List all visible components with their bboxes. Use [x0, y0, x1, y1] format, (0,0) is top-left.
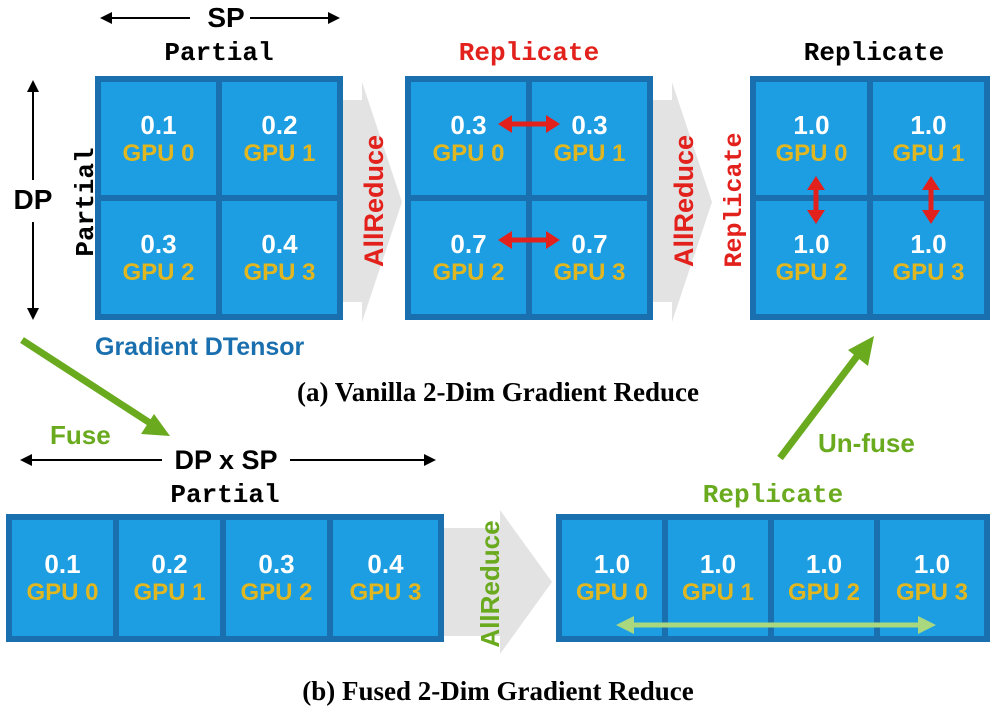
row2-cell-gpu3: 1.0 GPU 3	[880, 520, 984, 636]
grid1-cell-gpu1: 0.2 GPU 1	[222, 82, 337, 195]
sp-label: SP	[207, 2, 245, 33]
grid1-cell-gpu0: 0.1 GPU 0	[101, 82, 216, 195]
cell-value: 1.0	[699, 549, 737, 579]
cell-value: 1.0	[913, 549, 951, 579]
fuse-arrowhead	[141, 414, 170, 436]
dpsp-arrowhead-right	[424, 454, 436, 466]
unfuse-arrow	[777, 352, 861, 461]
cell-gpu: GPU 3	[553, 258, 626, 286]
grid2-cell-gpu1: 0.3 GPU 1	[532, 82, 647, 195]
cell-gpu: GPU 1	[892, 139, 965, 167]
grid2-cell-gpu0: 0.3 GPU 0	[411, 82, 526, 195]
cell-value: 1.0	[910, 109, 947, 140]
cell-value: 0.3	[258, 549, 295, 579]
cell-gpu: GPU 0	[775, 139, 848, 167]
dp-arrowhead-top	[27, 80, 39, 92]
cell-value: 0.1	[44, 549, 81, 579]
grid3-cell-gpu1: 1.0 GPU 1	[873, 82, 984, 195]
sp-arrowhead-right	[328, 12, 340, 24]
allreduce-arrow-2	[652, 82, 712, 322]
cell-value: 0.7	[571, 228, 608, 259]
cell-gpu: GPU 2	[122, 258, 195, 286]
cell-value: 0.1	[140, 109, 177, 140]
cell-value: 0.4	[367, 549, 404, 579]
cell-gpu: GPU 1	[243, 139, 316, 167]
grid1-cell-gpu3: 0.4 GPU 3	[222, 201, 337, 314]
grid3-cell-gpu0: 1.0 GPU 0	[756, 82, 867, 195]
cell-gpu: GPU 1	[553, 139, 626, 167]
row2-cell-gpu0: 1.0 GPU 0	[562, 520, 662, 636]
fuse-label: Fuse	[50, 420, 111, 450]
cell-gpu: GPU 2	[787, 579, 861, 606]
unfuse-arrowhead	[848, 336, 874, 366]
grid1-cell-gpu2: 0.3 GPU 2	[101, 201, 216, 314]
cell-value: 1.0	[793, 228, 830, 259]
grid3-replicated: 1.0 GPU 0 1.0 GPU 1 1.0 GPU 2 1.0 GPU 3	[750, 76, 990, 320]
cell-gpu: GPU 0	[575, 579, 649, 606]
cell-gpu: GPU 2	[240, 579, 313, 606]
grid3-header: Replicate	[803, 38, 945, 68]
allreduce-arrow-3	[444, 510, 552, 654]
cell-gpu: GPU 3	[892, 258, 965, 286]
gradient-dtensor-caption: Gradient DTensor	[95, 333, 305, 361]
cell-value: 0.3	[140, 228, 177, 259]
row1-cell-gpu1: 0.2 GPU 1	[119, 520, 220, 636]
allreduce-arrow-1	[342, 82, 402, 322]
dp-label: DP	[8, 184, 58, 216]
fused-exchange-head-right	[918, 616, 936, 634]
cell-value: 1.0	[910, 228, 947, 259]
cell-gpu: GPU 3	[349, 579, 422, 606]
dpsp-label: DP x SP	[174, 445, 278, 475]
row1-fused-partial: 0.1 GPU 0 0.2 GPU 1 0.3 GPU 2 0.4 GPU 3	[6, 514, 444, 642]
cell-value: 0.4	[261, 228, 298, 259]
cell-gpu: GPU 0	[26, 579, 99, 606]
row1-header: Partial	[170, 480, 280, 510]
row1-cell-gpu2: 0.3 GPU 2	[226, 520, 327, 636]
cell-gpu: GPU 0	[122, 139, 195, 167]
fuse-arrow	[20, 337, 152, 426]
cell-value: 1.0	[805, 549, 843, 579]
grid2-cell-gpu3: 0.7 GPU 3	[532, 201, 647, 314]
cell-gpu: GPU 3	[243, 258, 316, 286]
cell-value: 1.0	[593, 549, 631, 579]
sp-arrowhead-left	[100, 12, 112, 24]
grid3-cell-gpu2: 1.0 GPU 2	[756, 201, 867, 314]
unfuse-label: Un-fuse	[818, 428, 915, 458]
cell-gpu: GPU 0	[432, 139, 505, 167]
row2-header: Replicate	[702, 480, 844, 510]
grid1-header: Partial	[164, 38, 274, 68]
grid2-partial-reduce: 0.3 GPU 0 0.3 GPU 1 0.7 GPU 2 0.7 GPU 3	[405, 76, 653, 320]
cell-value: 1.0	[793, 109, 830, 140]
cell-value: 0.3	[450, 109, 487, 140]
dpsp-arrowhead-left	[20, 454, 32, 466]
grid1-gradient-dtensor: 0.1 GPU 0 0.2 GPU 1 0.3 GPU 2 0.4 GPU 3	[95, 76, 343, 320]
row2-fused-replicated: 1.0 GPU 0 1.0 GPU 1 1.0 GPU 2 1.0 GPU 3	[556, 514, 990, 642]
fused-exchange-head-left	[616, 616, 634, 634]
subtitle-a: (a) Vanilla 2-Dim Gradient Reduce	[297, 377, 699, 407]
cell-gpu: GPU 2	[432, 258, 505, 286]
cell-value: 0.3	[571, 109, 608, 140]
row1-cell-gpu0: 0.1 GPU 0	[12, 520, 113, 636]
row1-cell-gpu3: 0.4 GPU 3	[333, 520, 438, 636]
subtitle-b: (b) Fused 2-Dim Gradient Reduce	[302, 676, 694, 706]
dp-arrowhead-bottom	[27, 308, 39, 320]
cell-gpu: GPU 3	[895, 579, 969, 606]
grid2-cell-gpu2: 0.7 GPU 2	[411, 201, 526, 314]
grid2-header: Replicate	[458, 38, 600, 68]
cell-gpu: GPU 2	[775, 258, 848, 286]
cell-value: 0.2	[261, 109, 298, 140]
cell-value: 0.2	[151, 549, 188, 579]
cell-value: 0.7	[450, 228, 487, 259]
cell-gpu: GPU 1	[133, 579, 206, 606]
row2-cell-gpu2: 1.0 GPU 2	[774, 520, 874, 636]
cell-gpu: GPU 1	[681, 579, 755, 606]
row2-cell-gpu1: 1.0 GPU 1	[668, 520, 768, 636]
